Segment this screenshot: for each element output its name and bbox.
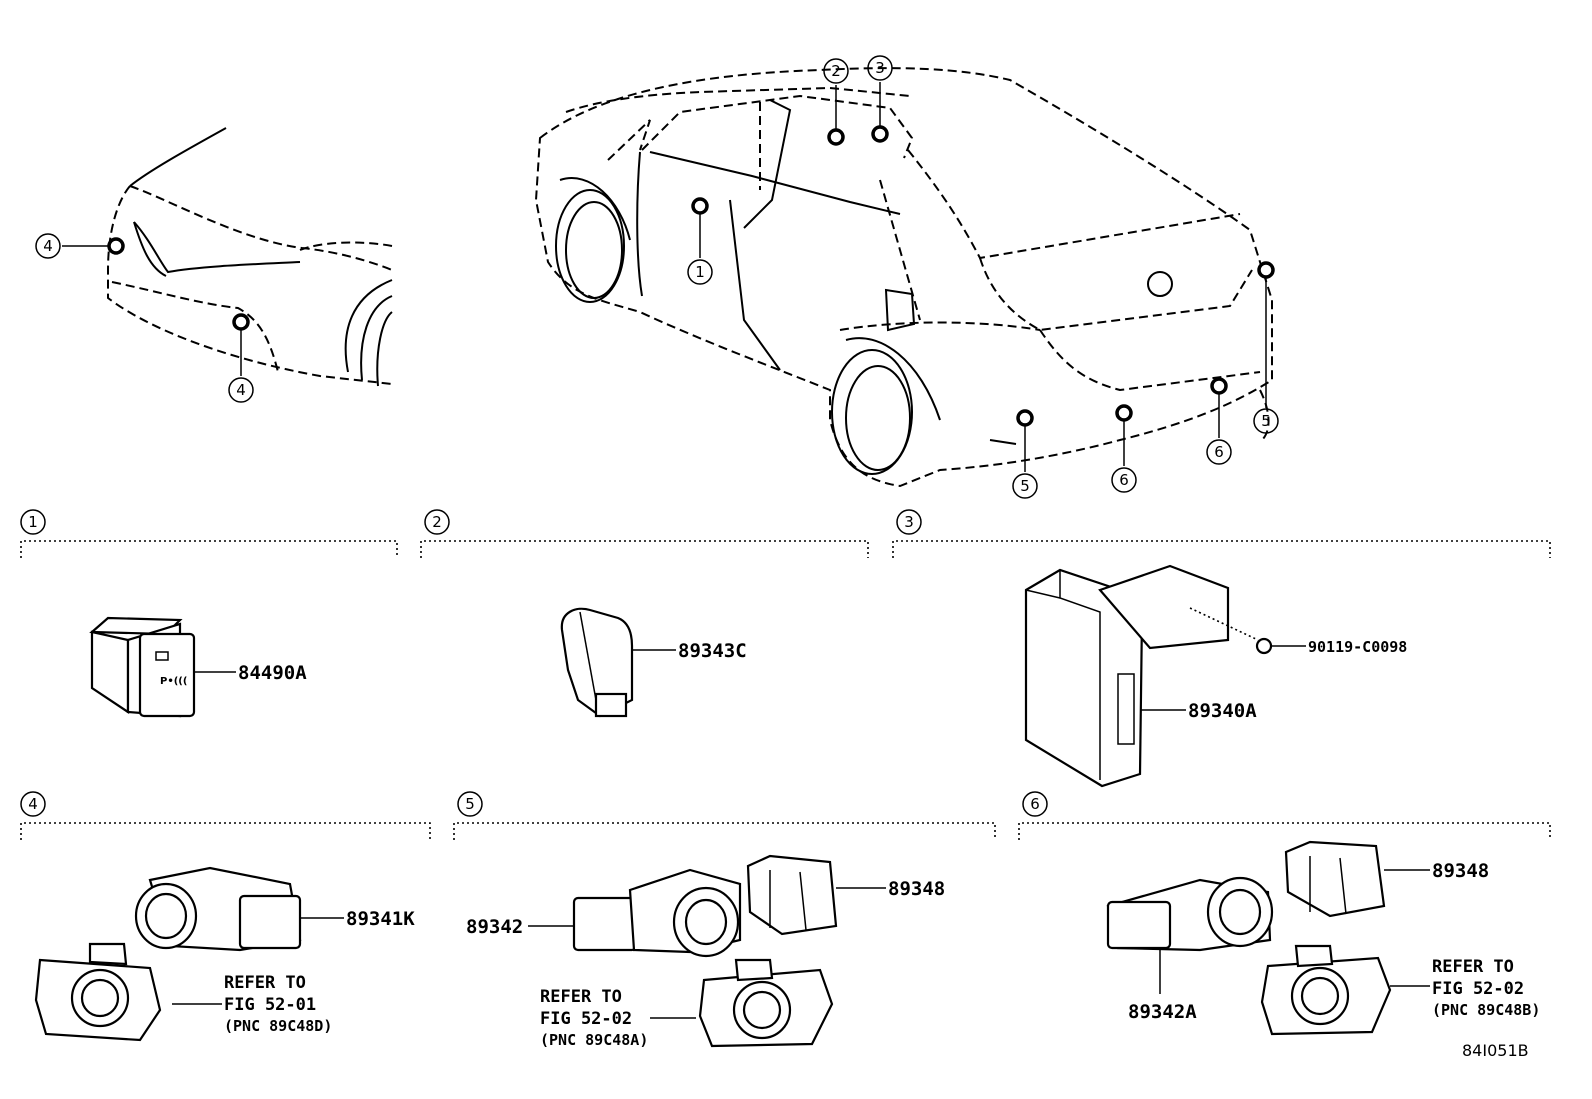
callout-2: 2 bbox=[823, 58, 849, 84]
svg-text:5: 5 bbox=[1261, 412, 1271, 430]
svg-text:1: 1 bbox=[28, 513, 38, 531]
svg-text:6: 6 bbox=[1119, 471, 1129, 489]
sensor-point-4a bbox=[107, 237, 125, 255]
sensor-point-5b bbox=[1257, 261, 1275, 279]
refer-fig-5: FIG 52-02 bbox=[540, 1009, 632, 1029]
svg-text:2: 2 bbox=[831, 62, 841, 80]
part-label-89348-6: 89348 bbox=[1432, 860, 1489, 882]
sensor-point-4b bbox=[232, 313, 250, 331]
refer-fig-4: FIG 52-01 bbox=[224, 995, 316, 1015]
callout-5-a: 5 bbox=[1012, 473, 1038, 499]
section-2-header: 2 bbox=[420, 509, 869, 558]
svg-text:6: 6 bbox=[1214, 443, 1224, 461]
svg-text:4: 4 bbox=[28, 795, 38, 813]
section-3-header: 3 bbox=[892, 509, 1551, 558]
refer-pnc-4: (PNC 89C48D) bbox=[224, 1017, 332, 1035]
sensor-point-1 bbox=[691, 197, 709, 215]
sensor-point-3 bbox=[871, 125, 889, 143]
section-4-header: 4 bbox=[20, 791, 431, 840]
refer-pnc-6: (PNC 89C48B) bbox=[1432, 1001, 1540, 1019]
svg-text:5: 5 bbox=[465, 795, 475, 813]
refer-to-6: REFER TO bbox=[1432, 957, 1514, 977]
diagram-code: 84I051B bbox=[1462, 1041, 1529, 1060]
sensor-point-6a bbox=[1115, 404, 1133, 422]
refer-to-4: REFER TO bbox=[224, 973, 306, 993]
sensor-point-5a bbox=[1016, 409, 1034, 427]
callout-6-a: 6 bbox=[1111, 467, 1137, 493]
callout-5-b: 5 bbox=[1253, 408, 1279, 434]
callout-leaders bbox=[62, 82, 1267, 472]
callout-4-left: 4 bbox=[35, 233, 61, 259]
sensor-89343c: 89343C bbox=[560, 607, 747, 718]
svg-text:1: 1 bbox=[695, 263, 705, 281]
sensor-89342a: 89348 89342A REFER TO FIG 52-02 (PNC 89C… bbox=[1106, 840, 1540, 1036]
part-label-89341k: 89341K bbox=[346, 908, 415, 930]
switch-icon-text: P•((( bbox=[160, 676, 187, 687]
car-view bbox=[534, 67, 1273, 488]
refer-fig-6: FIG 52-02 bbox=[1432, 979, 1524, 999]
part-label-89348-5: 89348 bbox=[888, 878, 945, 900]
svg-text:2: 2 bbox=[432, 513, 442, 531]
svg-text:4: 4 bbox=[236, 381, 246, 399]
section-6-header: 6 bbox=[1018, 791, 1551, 840]
sensor-point-2 bbox=[827, 128, 845, 146]
part-label-84490a: 84490A bbox=[238, 662, 307, 684]
section-5-header: 5 bbox=[453, 791, 996, 840]
part-label-89342: 89342 bbox=[466, 916, 523, 938]
callout-3: 3 bbox=[867, 55, 893, 81]
sensor-89341k: 89341K REFER TO FIG 52-01 (PNC 89C48D) bbox=[34, 866, 415, 1042]
ecu-89340a: 89340A 90119-C0098 bbox=[1024, 564, 1407, 788]
refer-pnc-5: (PNC 89C48A) bbox=[540, 1031, 648, 1049]
part-label-89340a: 89340A bbox=[1188, 700, 1257, 722]
sensor-points bbox=[107, 125, 1275, 427]
front-bumper-view bbox=[107, 127, 393, 387]
callout-6-b: 6 bbox=[1206, 439, 1232, 465]
section-1-header: 1 bbox=[20, 509, 398, 558]
part-label-90119-c0098: 90119-C0098 bbox=[1308, 638, 1407, 656]
switch-84490a: P•((( 84490A bbox=[89, 616, 307, 718]
callout-1: 1 bbox=[687, 259, 713, 285]
refer-to-5: REFER TO bbox=[540, 987, 622, 1007]
part-label-89343c: 89343C bbox=[678, 640, 747, 662]
svg-text:4: 4 bbox=[43, 237, 53, 255]
svg-text:6: 6 bbox=[1030, 795, 1040, 813]
callout-4-bottom: 4 bbox=[228, 377, 254, 403]
svg-text:3: 3 bbox=[875, 59, 885, 77]
svg-text:5: 5 bbox=[1020, 477, 1030, 495]
sensor-89342: 89348 89342 REFER TO FIG 52-02 (PNC 89C4… bbox=[466, 854, 945, 1049]
part-label-89342a: 89342A bbox=[1128, 1001, 1197, 1023]
sensor-point-6b bbox=[1210, 377, 1228, 395]
svg-text:3: 3 bbox=[904, 513, 914, 531]
